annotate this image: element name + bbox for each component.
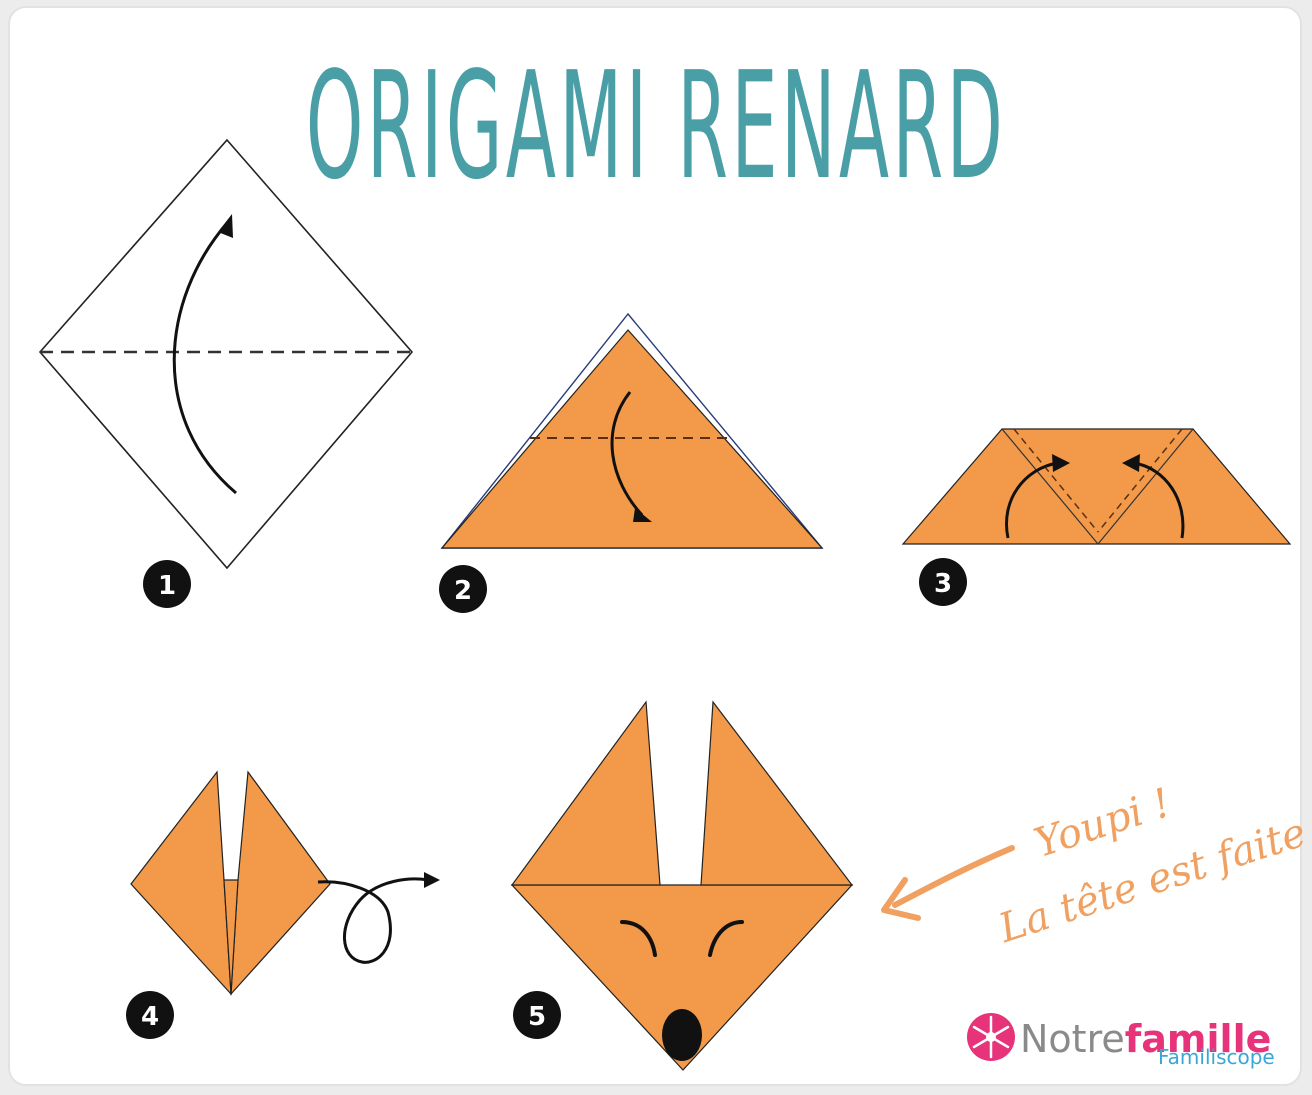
note-arrow — [881, 845, 1015, 921]
step-badge-4: 4 — [126, 991, 174, 1039]
note-arrow-head — [881, 877, 921, 921]
step-3-arrow-left-head — [1052, 454, 1070, 472]
note-arrow-line — [892, 845, 1015, 908]
step-badge-3: 3 — [919, 558, 967, 606]
logo-text: Notrefamille — [1020, 1017, 1271, 1061]
notrefamille-logo: Notrefamille Familiscope — [967, 1013, 1275, 1069]
fox-face — [510, 884, 854, 1071]
step-5-fox-head — [510, 700, 854, 1071]
fox-right-ear — [700, 700, 854, 886]
note-line-1: Youpi ! — [1029, 780, 1176, 867]
logo-part-1: Notre — [1020, 1017, 1125, 1061]
step-4-arrow-head — [424, 872, 440, 888]
fox-nose — [662, 1009, 702, 1061]
step-3-crease-right — [1097, 428, 1194, 545]
step-3-fold-line-left — [1013, 428, 1099, 533]
step-badge-2: 2 — [439, 565, 487, 613]
page-title: ORIGAMI RENARD — [305, 40, 1007, 212]
step-4-flip-arrow — [317, 877, 429, 964]
step-3-arrow-right-head — [1122, 454, 1140, 472]
step-1-fold-arrow — [172, 221, 237, 495]
step-number-3: 3 — [934, 569, 952, 599]
step-3-arrow-right — [1133, 461, 1185, 539]
step-3-crease-left — [1001, 428, 1099, 545]
step-1-square — [38, 138, 414, 570]
fox-right-eye — [708, 920, 744, 957]
step-number-4: 4 — [141, 1002, 159, 1032]
step-number-5: 5 — [528, 1002, 546, 1032]
step-1-diagram — [38, 138, 414, 570]
step-4-center-piece — [223, 879, 239, 995]
step-3-fold-line-right — [1097, 428, 1183, 533]
step-2-diagram — [440, 312, 824, 549]
fox-left-ear — [510, 700, 661, 886]
logo-tagline: Familiscope — [1158, 1045, 1275, 1069]
step-2-fold-arrow — [610, 391, 644, 517]
step-badge-5: 5 — [513, 991, 561, 1039]
step-4-diagram — [130, 770, 440, 996]
step-2-arrow-head — [633, 508, 652, 522]
step-number-1: 1 — [158, 571, 176, 601]
step-badge-1: 1 — [143, 560, 191, 608]
step-4-right-flap — [230, 770, 331, 996]
step-1-arrow-head — [218, 214, 233, 238]
step-3-diagram — [901, 428, 1292, 545]
logo-part-2: famille — [1125, 1017, 1272, 1061]
step-3-arrow-left — [1005, 461, 1059, 539]
step-number-2: 2 — [454, 576, 472, 606]
fox-left-eye — [620, 920, 657, 957]
step-3-trapezoid — [901, 428, 1292, 545]
step-4-left-flap — [130, 770, 232, 996]
